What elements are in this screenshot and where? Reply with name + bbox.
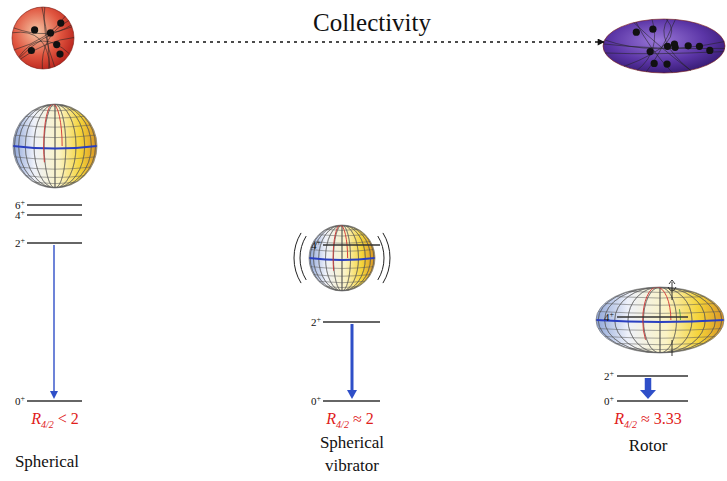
- ratio-label: R4/2 ≈ 3.33: [614, 411, 681, 430]
- level-label: 0+: [15, 395, 25, 407]
- energy-level: [27, 214, 82, 216]
- energy-level: [27, 242, 82, 244]
- energy-level: [617, 400, 688, 402]
- collectivity-arrow: [84, 41, 604, 43]
- deformed-nucleus: [603, 19, 725, 73]
- column-caption: Spherical vibrator: [307, 432, 397, 478]
- level-label: 4+: [15, 209, 25, 221]
- axis-title: Collectivity: [313, 10, 431, 35]
- ratio-label: R4/2 < 2: [31, 411, 79, 430]
- rotor-ellipsoid: [596, 287, 724, 353]
- energy-level: [27, 400, 82, 402]
- level-label: 0+: [311, 395, 321, 407]
- energy-level: [617, 375, 688, 377]
- level-label: 4+: [604, 311, 614, 323]
- transition-arrowhead: [347, 390, 357, 399]
- vibration-arc: [300, 236, 306, 280]
- ratio-label: R4/2 ≈ 2: [326, 411, 373, 430]
- transition-arrow: [53, 245, 54, 392]
- column-caption: Rotor: [629, 435, 668, 458]
- transition-arrow: [645, 378, 652, 391]
- energy-level: [27, 204, 82, 206]
- vibration-arc: [378, 236, 384, 280]
- vibration-arc: [294, 233, 301, 283]
- energy-level: [323, 321, 380, 323]
- energy-level: [323, 400, 380, 402]
- transition-arrowhead: [50, 391, 58, 399]
- transition-arrowhead: [640, 390, 656, 399]
- level-label: 4+: [311, 239, 321, 251]
- level-label: 2+: [604, 370, 614, 382]
- transition-arrow: [351, 324, 354, 391]
- spherical-globe: [13, 104, 97, 188]
- energy-level: [617, 316, 688, 318]
- column-caption: Spherical: [15, 451, 79, 474]
- rotation-axis: [668, 280, 676, 356]
- level-label: 2+: [311, 316, 321, 328]
- spherical-nucleus: [12, 7, 74, 69]
- level-label: 0+: [604, 395, 614, 407]
- vibrating-globe: [309, 225, 375, 291]
- energy-level: [323, 244, 380, 246]
- vibration-arc: [383, 233, 390, 283]
- level-label: 2+: [15, 237, 25, 249]
